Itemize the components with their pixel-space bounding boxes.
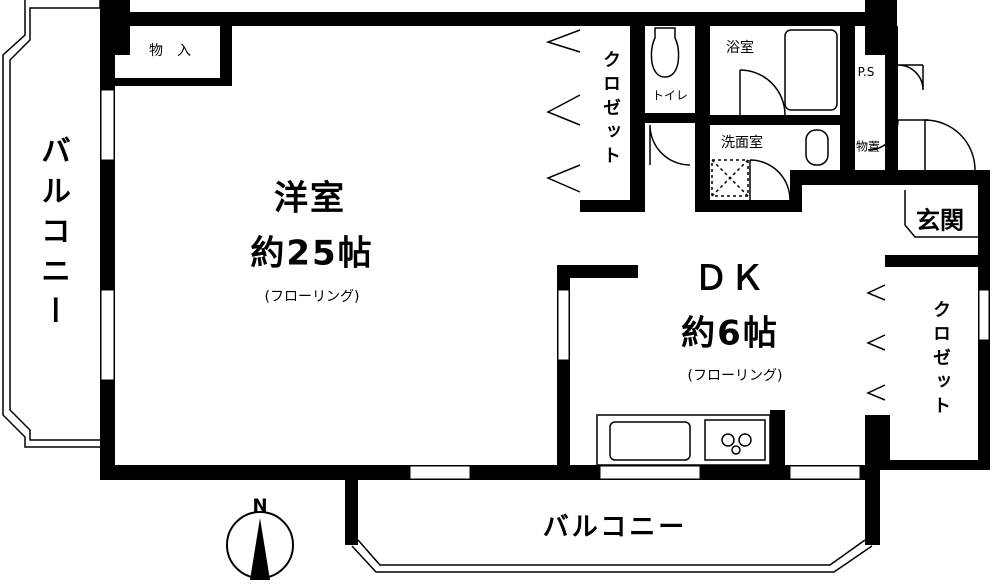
western-room-floor: (フローリング)	[264, 289, 360, 305]
south-balcony-label: バルコニー	[542, 512, 688, 543]
entrance-label: 玄関	[916, 206, 964, 235]
closet-1-label: クロゼット	[600, 50, 621, 170]
pipe-space-label: P.S	[857, 65, 875, 79]
toilet-label: トイレ	[651, 88, 689, 103]
dk-name: ＤＫ	[694, 258, 766, 299]
storeroom-label: 物置	[855, 139, 881, 154]
fixtures	[545, 27, 978, 466]
bath-label: 浴室	[726, 40, 754, 56]
west-balcony-label: バルコニー	[35, 135, 70, 335]
dk-floor: (フローリング)	[687, 368, 783, 384]
compass-icon	[226, 511, 294, 580]
washroom-label: 洗面室	[721, 135, 763, 151]
western-room-name: 洋室	[274, 178, 346, 219]
dk-size: 約6帖	[681, 313, 779, 354]
walls	[100, 0, 990, 545]
western-room-size: 約25帖	[250, 233, 374, 274]
closet-2-label: クロゼット	[930, 300, 951, 420]
windows	[100, 89, 990, 480]
south-balcony	[351, 539, 873, 573]
west-balcony	[2, 0, 101, 448]
storage-label: 物 入	[149, 43, 191, 59]
compass-north-label: N	[252, 495, 268, 517]
